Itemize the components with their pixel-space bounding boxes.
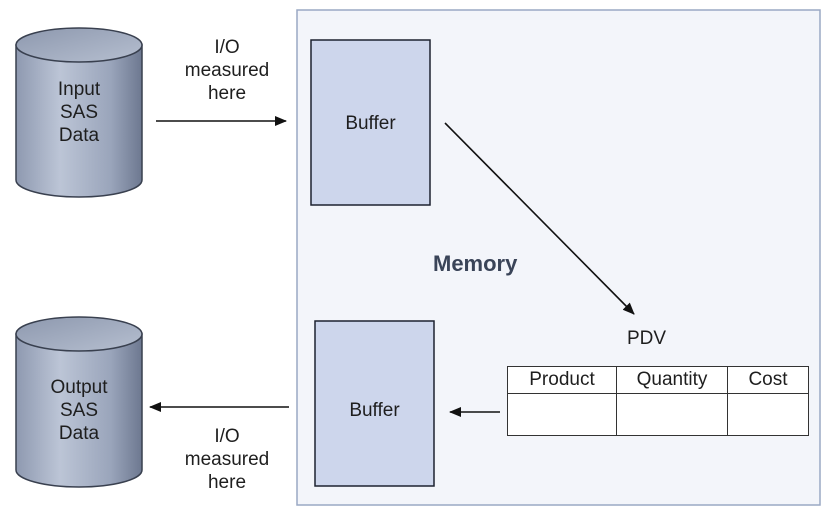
buffer-bottom-label: Buffer: [349, 400, 400, 421]
input-data-label: Input SAS Data: [57, 79, 101, 146]
output-data-label: Output SAS Data: [50, 377, 108, 444]
pdv-column-cost: Cost: [727, 366, 809, 394]
pdv-cell-product: [507, 393, 617, 436]
output-data-cylinder: [15, 316, 143, 488]
pdv-column-quantity: Quantity: [616, 366, 728, 394]
pdv-title: PDV: [627, 328, 667, 349]
pdv-cell-cost: [727, 393, 809, 436]
pdv-table: Product Quantity Cost: [507, 366, 809, 436]
buffer-bottom-box: [314, 320, 435, 487]
pdv-data-row: [507, 393, 809, 436]
arrow-buffer-to-pdv: [444, 122, 635, 315]
io-measured-bottom-label: I/O measured here: [184, 426, 270, 493]
buffer-top-box: [310, 39, 431, 206]
pdv-header-row: Product Quantity Cost: [507, 366, 809, 394]
pdv-column-product: Product: [507, 366, 617, 394]
memory-title: Memory: [433, 251, 518, 276]
pdv-cell-quantity: [616, 393, 728, 436]
buffer-top-label: Buffer: [345, 113, 396, 134]
io-measured-top-label: I/O measured here: [184, 37, 270, 104]
input-data-cylinder: [15, 27, 143, 198]
